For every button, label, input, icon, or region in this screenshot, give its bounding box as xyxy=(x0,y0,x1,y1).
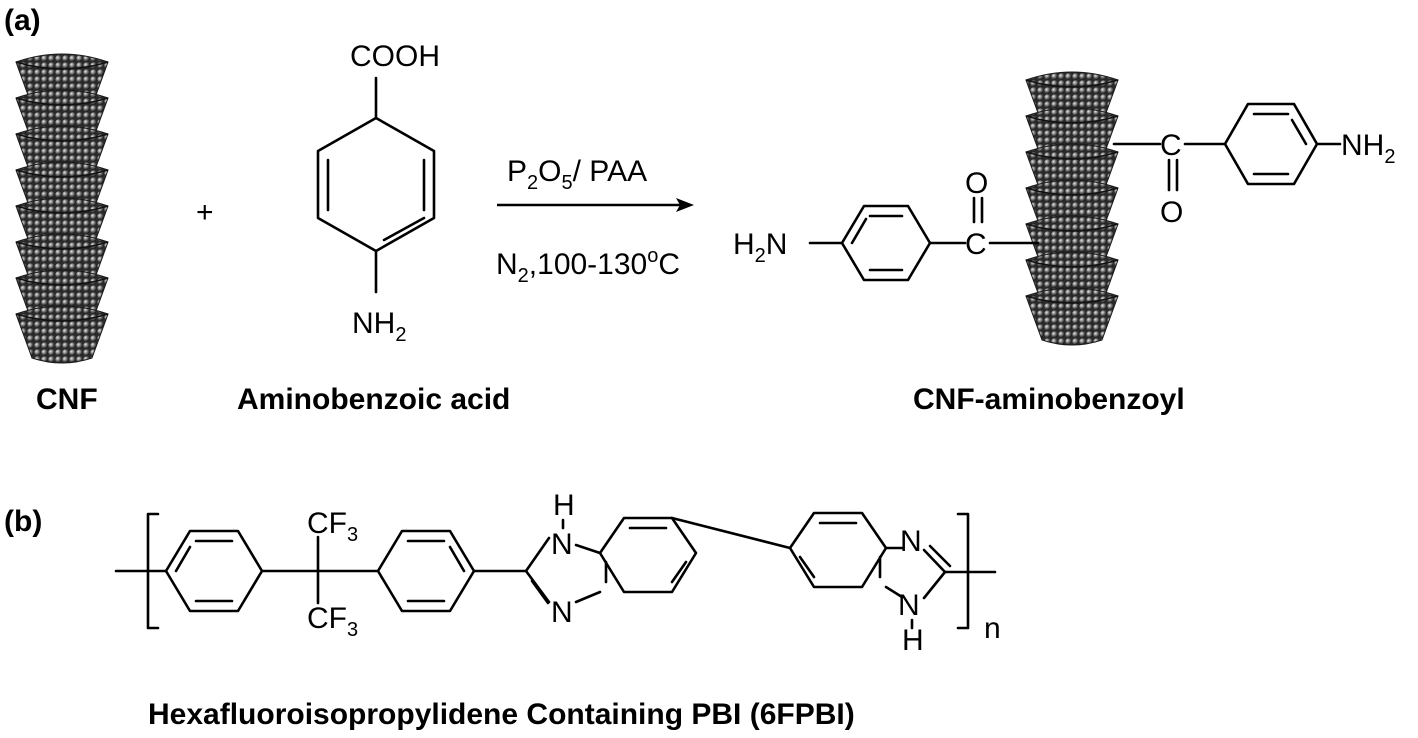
plus-sign: + xyxy=(196,196,214,229)
cf3-bottom: CF3 xyxy=(307,602,358,641)
cnf-label: CNF xyxy=(36,383,98,416)
imidazole-n-1: N xyxy=(551,596,573,629)
carbonyl-oxygen-left: O xyxy=(965,167,988,200)
panel-a-label: (a) xyxy=(4,4,41,37)
cnf-aminobenzoyl-label: CNF-aminobenzoyl xyxy=(913,383,1185,416)
nh2-group: NH2 xyxy=(352,307,406,346)
aminobenzoic-acid-label: Aminobenzoic acid xyxy=(237,383,510,416)
nh2-group-right: NH2 xyxy=(1341,129,1395,168)
6fpbi-polymer-structure: CF3 CF3 N H N N N H xyxy=(114,489,1001,657)
carbonyl-carbon-left: C xyxy=(965,228,987,261)
panel-b-label: (b) xyxy=(4,505,42,538)
reagent-n2-temperature: N2,100-130oC xyxy=(496,245,680,287)
imidazole-n-2: N xyxy=(900,525,922,558)
cf3-top: CF3 xyxy=(307,507,358,546)
reagent-p2o5-paa: P2O5/ PAA xyxy=(507,155,647,194)
imidazole-h-1: H xyxy=(553,489,575,522)
cnf-nanofiber-image xyxy=(15,53,109,364)
cnf-aminobenzoyl-structure: H2N C O C O NH2 xyxy=(733,71,1395,346)
6fpbi-title: Hexafluoroisopropylidene Containing PBI … xyxy=(148,698,855,731)
imidazole-nh-1: N xyxy=(551,528,573,561)
carbonyl-oxygen-right: O xyxy=(1160,196,1183,229)
reaction-arrow: P2O5/ PAA N2,100-130oC xyxy=(496,155,694,287)
repeat-unit-n: n xyxy=(984,612,1001,645)
imidazole-h-2: H xyxy=(902,624,924,657)
carbonyl-carbon-right: C xyxy=(1160,129,1182,162)
h2n-group: H2N xyxy=(733,228,787,267)
cooh-group: COOH xyxy=(350,40,440,73)
aminobenzoic-acid-structure: COOH NH2 xyxy=(316,40,440,346)
imidazole-nh-2: N xyxy=(898,589,920,622)
